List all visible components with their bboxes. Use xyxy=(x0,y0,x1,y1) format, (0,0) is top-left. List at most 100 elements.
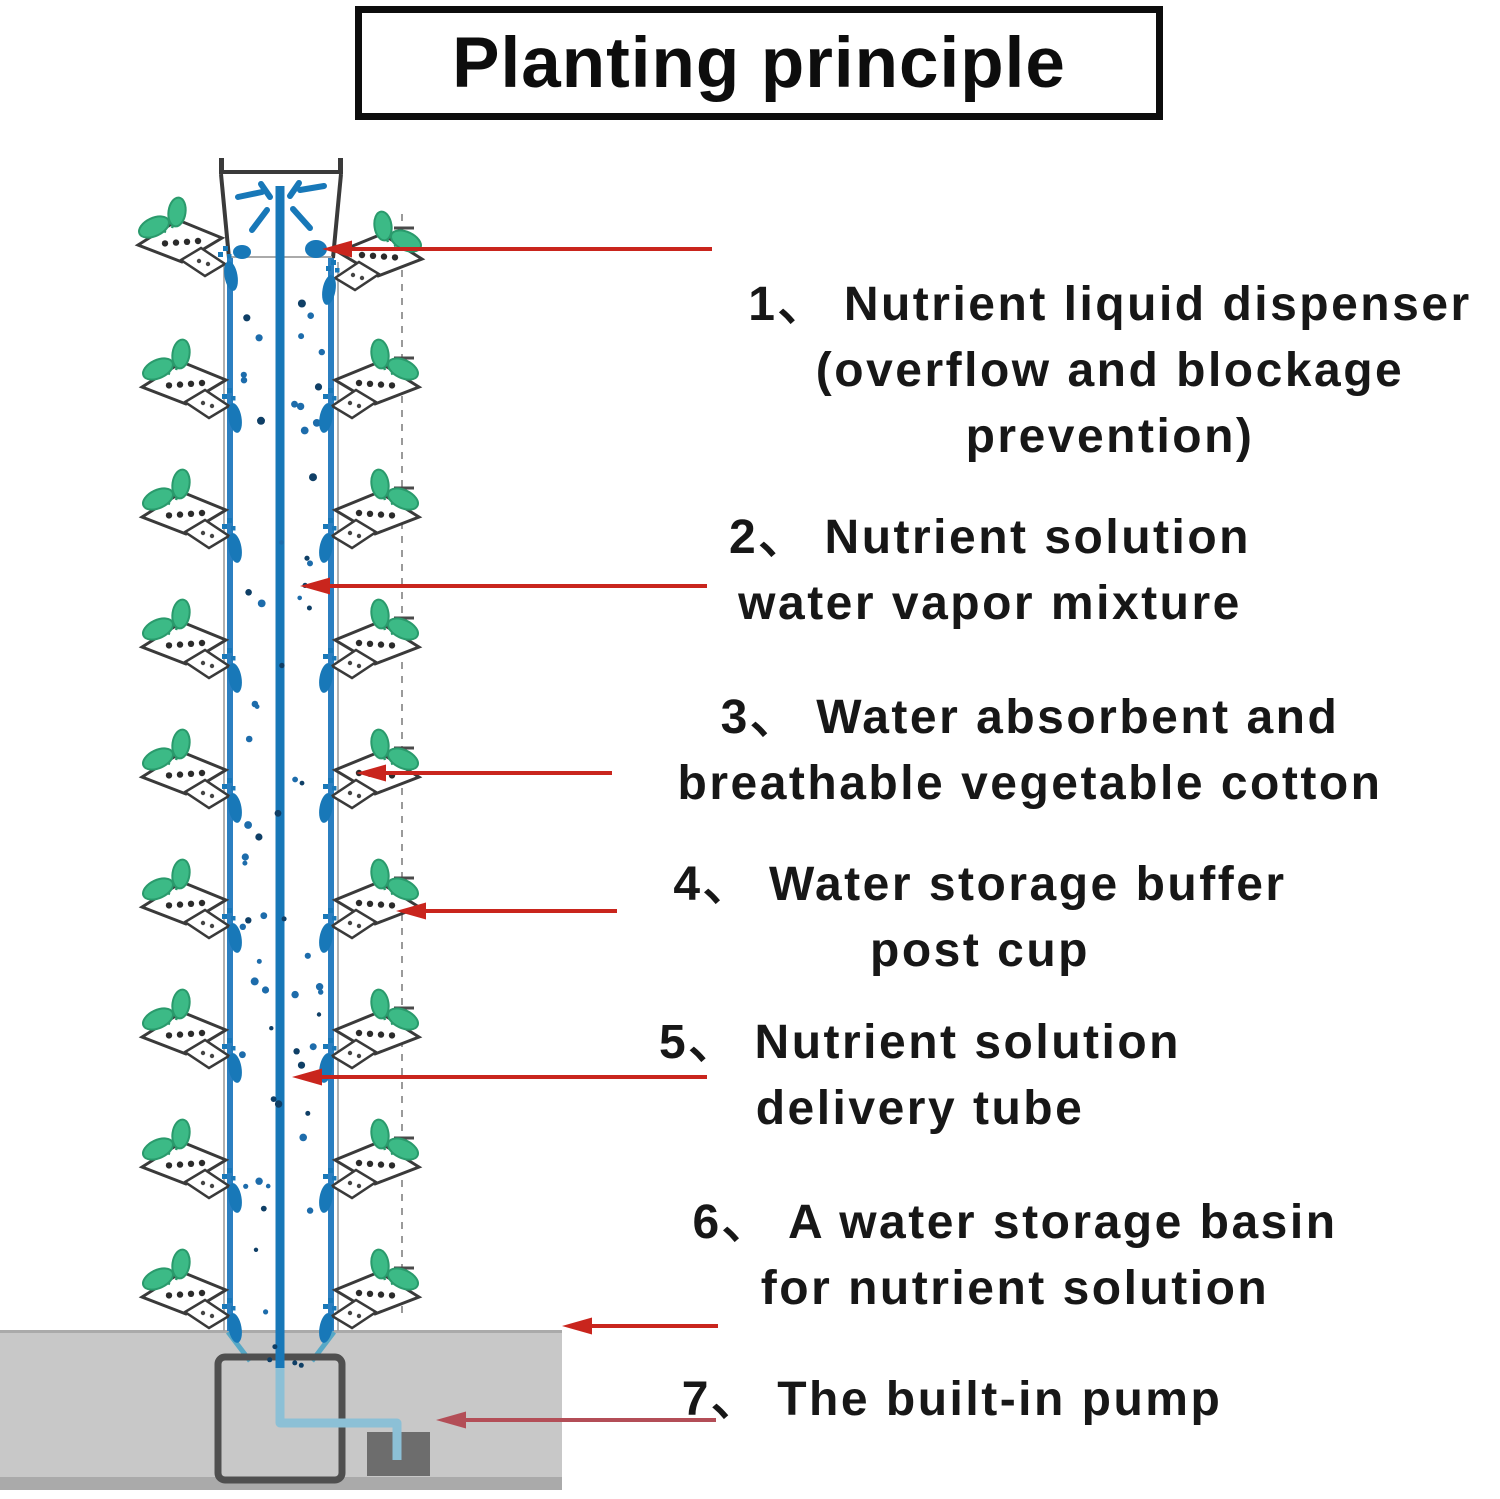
leaf-icon xyxy=(370,728,390,760)
plant-pod xyxy=(319,1118,423,1213)
pointer-arrow-4 xyxy=(396,902,617,920)
legend-item-3: 3、 Water absorbent and breathable vegeta… xyxy=(560,685,1500,817)
water-droplet xyxy=(228,1183,242,1213)
nutrient-mist-dots xyxy=(239,299,325,1368)
pointer-arrow-7 xyxy=(436,1411,716,1429)
legend-line: 1、 Nutrient liquid dispenser xyxy=(748,278,1472,331)
legend-line: (overflow and blockage xyxy=(815,344,1405,397)
pointer-arrow-2 xyxy=(300,577,707,595)
buffer-cup xyxy=(329,1038,379,1070)
plant-pod xyxy=(319,1248,423,1343)
page-title: Planting principle xyxy=(452,23,1066,103)
plant-pod xyxy=(138,858,242,953)
buffer-cup xyxy=(329,1298,379,1330)
buffer-cup xyxy=(329,778,379,810)
legend-line: breathable vegetable cotton xyxy=(677,757,1383,810)
arrowhead-icon xyxy=(356,764,386,782)
plant-pod xyxy=(138,1248,242,1343)
legend-line: prevention) xyxy=(965,410,1255,463)
water-droplet xyxy=(228,923,242,953)
leaf-icon xyxy=(370,1248,390,1280)
leaf-icon xyxy=(171,598,191,630)
buffer-cup xyxy=(182,518,232,550)
legend-item-2: 2、 Nutrient solution water vapor mixture xyxy=(520,505,1460,637)
buffer-cup xyxy=(182,908,232,940)
leaf-icon xyxy=(167,196,187,228)
arrowhead-icon xyxy=(562,1317,592,1335)
sprinkler-spray xyxy=(235,180,327,233)
legend-line: 3、 Water absorbent and xyxy=(720,691,1340,744)
plant-pod xyxy=(134,196,238,291)
leaf-icon xyxy=(171,728,191,760)
water-droplet xyxy=(319,663,333,693)
leaf-icon xyxy=(171,1118,191,1150)
buffer-cup xyxy=(182,1038,232,1070)
water-droplet xyxy=(224,261,238,291)
buffer-cup xyxy=(182,388,232,420)
buffer-cup xyxy=(329,518,379,550)
leaf-icon xyxy=(171,988,191,1020)
legend-line: for nutrient solution xyxy=(760,1262,1270,1315)
buffer-cup xyxy=(182,778,232,810)
legend-item-4: 4、 Water storage buffer post cup xyxy=(510,852,1450,984)
plant-pod xyxy=(319,338,423,433)
legend-line: 6、 A water storage basin xyxy=(692,1196,1338,1249)
leaf-icon xyxy=(373,210,393,242)
pointer-arrow-1 xyxy=(322,240,712,258)
leaf-icon xyxy=(171,858,191,890)
arrowhead-icon xyxy=(322,240,352,258)
title-box: Planting principle xyxy=(355,6,1163,120)
legend-line: 4、 Water storage buffer xyxy=(673,858,1287,911)
water-droplet xyxy=(228,663,242,693)
buffer-cup xyxy=(329,388,379,420)
plant-pod xyxy=(138,598,242,693)
water-droplet xyxy=(319,533,333,563)
plant-pod xyxy=(138,338,242,433)
water-droplet xyxy=(228,403,242,433)
leaf-icon xyxy=(171,338,191,370)
arrowhead-icon xyxy=(396,902,426,920)
leaf-icon xyxy=(370,468,390,500)
plant-pod xyxy=(319,598,423,693)
water-droplet xyxy=(322,275,336,305)
legend-line: water vapor mixture xyxy=(738,577,1242,630)
arrowhead-icon xyxy=(292,1068,322,1086)
water-droplet xyxy=(228,1053,242,1083)
arrowhead-icon xyxy=(300,577,330,595)
legend-item-7: 7、 The built-in pump xyxy=(482,1367,1422,1433)
buffer-cup xyxy=(329,908,379,940)
legend-line: 2、 Nutrient solution xyxy=(729,511,1251,564)
legend-line: 5、 Nutrient solution xyxy=(659,1016,1181,1069)
legend-item-1: 1、 Nutrient liquid dispenser (overflow a… xyxy=(640,272,1500,470)
legend-line: delivery tube xyxy=(755,1082,1085,1135)
water-droplet xyxy=(319,793,333,823)
water-droplet xyxy=(228,1313,242,1343)
water-droplet xyxy=(319,1183,333,1213)
pointer-arrow-3 xyxy=(356,764,612,782)
overflow-outlet xyxy=(305,240,327,258)
plant-pod xyxy=(322,210,426,305)
water-droplet xyxy=(228,793,242,823)
leaf-icon xyxy=(370,1118,390,1150)
legend-line: 7、 The built-in pump xyxy=(681,1373,1223,1426)
plant-pod xyxy=(138,728,242,823)
water-droplet xyxy=(228,533,242,563)
plant-pod xyxy=(319,468,423,563)
buffer-cup xyxy=(182,648,232,680)
water-droplet xyxy=(319,1313,333,1343)
arrowhead-icon xyxy=(436,1411,466,1429)
buffer-cup xyxy=(178,246,228,278)
plant-pod xyxy=(138,468,242,563)
legend-line: post cup xyxy=(870,924,1090,977)
water-droplet xyxy=(319,403,333,433)
buffer-cup xyxy=(332,260,382,292)
leaf-icon xyxy=(370,858,390,890)
water-droplet xyxy=(319,923,333,953)
buffer-cup xyxy=(329,648,379,680)
plant-pod xyxy=(319,858,423,953)
pointer-arrow-5 xyxy=(292,1068,707,1086)
leaf-icon xyxy=(370,988,390,1020)
pump-pipe xyxy=(275,1362,402,1460)
